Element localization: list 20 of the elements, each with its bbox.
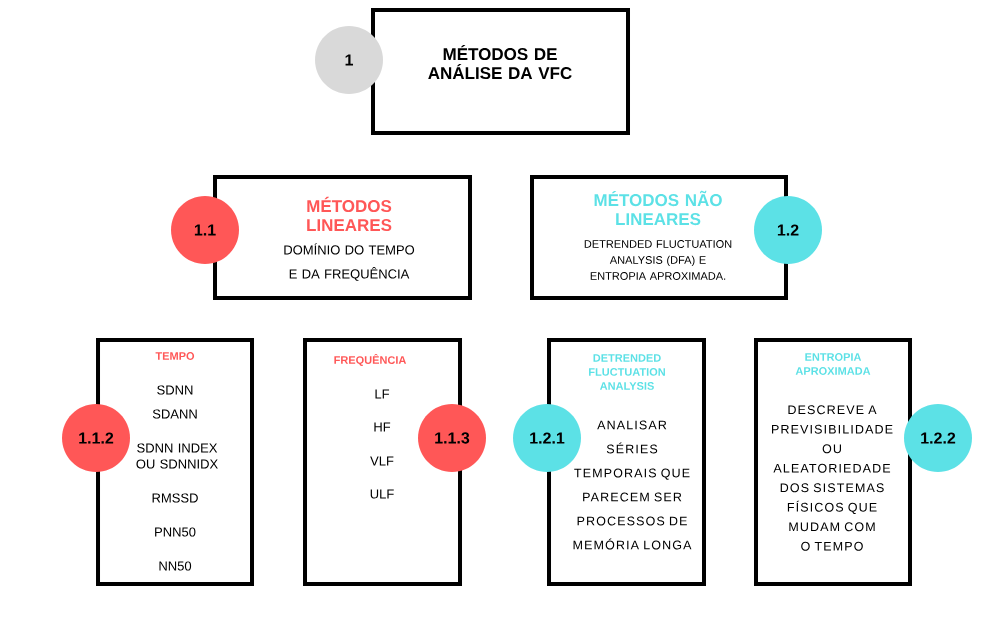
- box-heading: MÉTODOS NÃO LINEARES: [594, 190, 722, 226]
- metric-label: LF: [375, 389, 390, 399]
- description-text: DESCREVE A PREVISIBILIDADE OU ALEATORIEDADE DOS SISTEMAS FÍSICOS QUE MUDAM COM O TEMPO: [772, 405, 893, 551]
- box-heading: MÉTODOS LINEARES: [307, 196, 392, 232]
- metric-label: VLF: [370, 456, 394, 466]
- metric-label: SDANN: [152, 409, 197, 419]
- box-heading: ENTROPIA APROXIMADA: [795, 353, 871, 375]
- box-heading: FREQUÊNCIA: [334, 354, 407, 366]
- metric-label: RMSSD: [152, 493, 198, 503]
- box-title: MÉTODOS DE ANÁLISE DA VFC: [428, 44, 572, 80]
- metric-label: PNN50: [155, 527, 196, 537]
- metric-label: ULF: [370, 489, 394, 499]
- metric-label: NN50: [159, 561, 192, 571]
- description-text: DOMÍNIO DO TEMPO E DA FREQUÊNCIA: [284, 243, 415, 281]
- box-heading: DETRENDED FLUCTUATION ANALYSIS: [589, 354, 665, 390]
- metric-label: SDNN: [157, 385, 193, 395]
- box-heading: TEMPO: [155, 352, 195, 360]
- description-text: DETRENDED FLUCTUATION ANALYSIS (DFA) E ENTROPIA APROXIMADA.: [584, 240, 732, 280]
- metric-label: HF: [374, 422, 391, 432]
- metric-label: SDNN INDEX OU SDNNIDX: [136, 443, 218, 469]
